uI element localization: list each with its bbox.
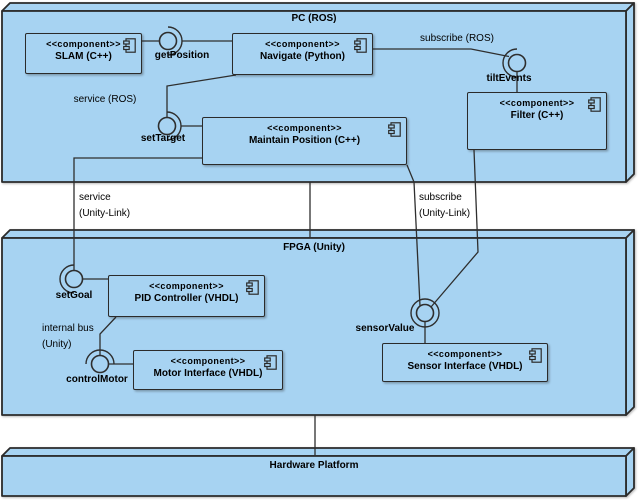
port-setgoal-ball[interactable]: [59, 264, 84, 294]
link-label-subscribe-ros: subscribe (ROS): [420, 33, 494, 44]
stereotype-label: <<component>>: [170, 356, 246, 366]
link-label-line: service: [79, 192, 111, 203]
component-name: SLAM (C++): [55, 51, 112, 62]
port-getposition-ball[interactable]: [158, 26, 183, 56]
stereotype-label: <<component>>: [499, 98, 575, 108]
link-label-line: (Unity-Link): [79, 208, 131, 219]
component-icon: [264, 355, 277, 370]
component-name: Sensor Interface (VHDL): [407, 361, 523, 372]
component-icon: [529, 348, 542, 363]
component-icon: [354, 38, 367, 53]
port-label-settarget: setTarget: [140, 133, 186, 144]
component-filter[interactable]: <<component>> Filter (C++): [467, 92, 607, 150]
component-name: PID Controller (VHDL): [134, 293, 239, 304]
link-label-line: (Unity-Link): [419, 208, 471, 219]
port-label-setgoal: setGoal: [55, 290, 93, 301]
stereotype-label: <<component>>: [267, 123, 342, 133]
component-name: Navigate (Python): [259, 51, 345, 62]
link-label-line: subscribe: [419, 192, 462, 203]
component-icon: [388, 122, 401, 137]
link-label-line: (Unity): [42, 339, 72, 350]
component-pid-controller[interactable]: <<component>> PID Controller (VHDL): [108, 275, 265, 317]
port-tiltevents-ball[interactable]: [502, 48, 527, 78]
link-label-internal-bus: internal bus (Unity): [42, 321, 94, 353]
node-title-pc: PC (ROS): [291, 13, 337, 24]
connector-lines: [73, 40, 518, 456]
component-icon: [123, 38, 136, 53]
component-slam[interactable]: <<component>> SLAM (C++): [25, 33, 142, 74]
port-label-getposition: getPosition: [154, 50, 210, 61]
component-name: Maintain Position (C++): [248, 135, 361, 146]
link-label-line: internal bus: [42, 323, 94, 334]
node-title-hardware: Hardware Platform: [269, 460, 359, 471]
node-hardware[interactable]: [1, 447, 635, 497]
port-controlmotor-ball[interactable]: [85, 349, 115, 374]
component-icon: [588, 97, 601, 112]
link-label-service-ros: service (ROS): [73, 94, 137, 105]
node-title-fpga: FPGA (Unity): [283, 242, 345, 253]
component-icon: [246, 280, 259, 295]
port-label-controlmotor: controlMotor: [66, 374, 128, 385]
component-sensor-interface[interactable]: <<component>> Sensor Interface (VHDL): [382, 343, 548, 382]
node-fpga[interactable]: [1, 229, 635, 416]
link-label-subscribe-unity: subscribe (Unity-Link): [419, 190, 470, 222]
port-settarget-ball[interactable]: [157, 111, 182, 141]
component-motor-interface[interactable]: <<component>> Motor Interface (VHDL): [133, 350, 283, 390]
port-label-sensorvalue: sensorValue: [355, 323, 415, 334]
stereotype-label: <<component>>: [427, 349, 503, 359]
link-label-service-unity: service (Unity-Link): [79, 190, 130, 222]
port-sensorvalue-ball[interactable]: [410, 298, 440, 328]
component-maintain-position[interactable]: <<component>> Maintain Position (C++): [202, 117, 407, 165]
stereotype-label: <<component>>: [265, 39, 340, 49]
component-name: Motor Interface (VHDL): [153, 368, 263, 379]
component-navigate[interactable]: <<component>> Navigate (Python): [232, 33, 373, 75]
stereotype-label: <<component>>: [149, 281, 224, 291]
port-label-tiltevents: tiltEvents: [486, 73, 532, 84]
component-name: Filter (C++): [510, 110, 564, 121]
stereotype-label: <<component>>: [46, 39, 121, 49]
